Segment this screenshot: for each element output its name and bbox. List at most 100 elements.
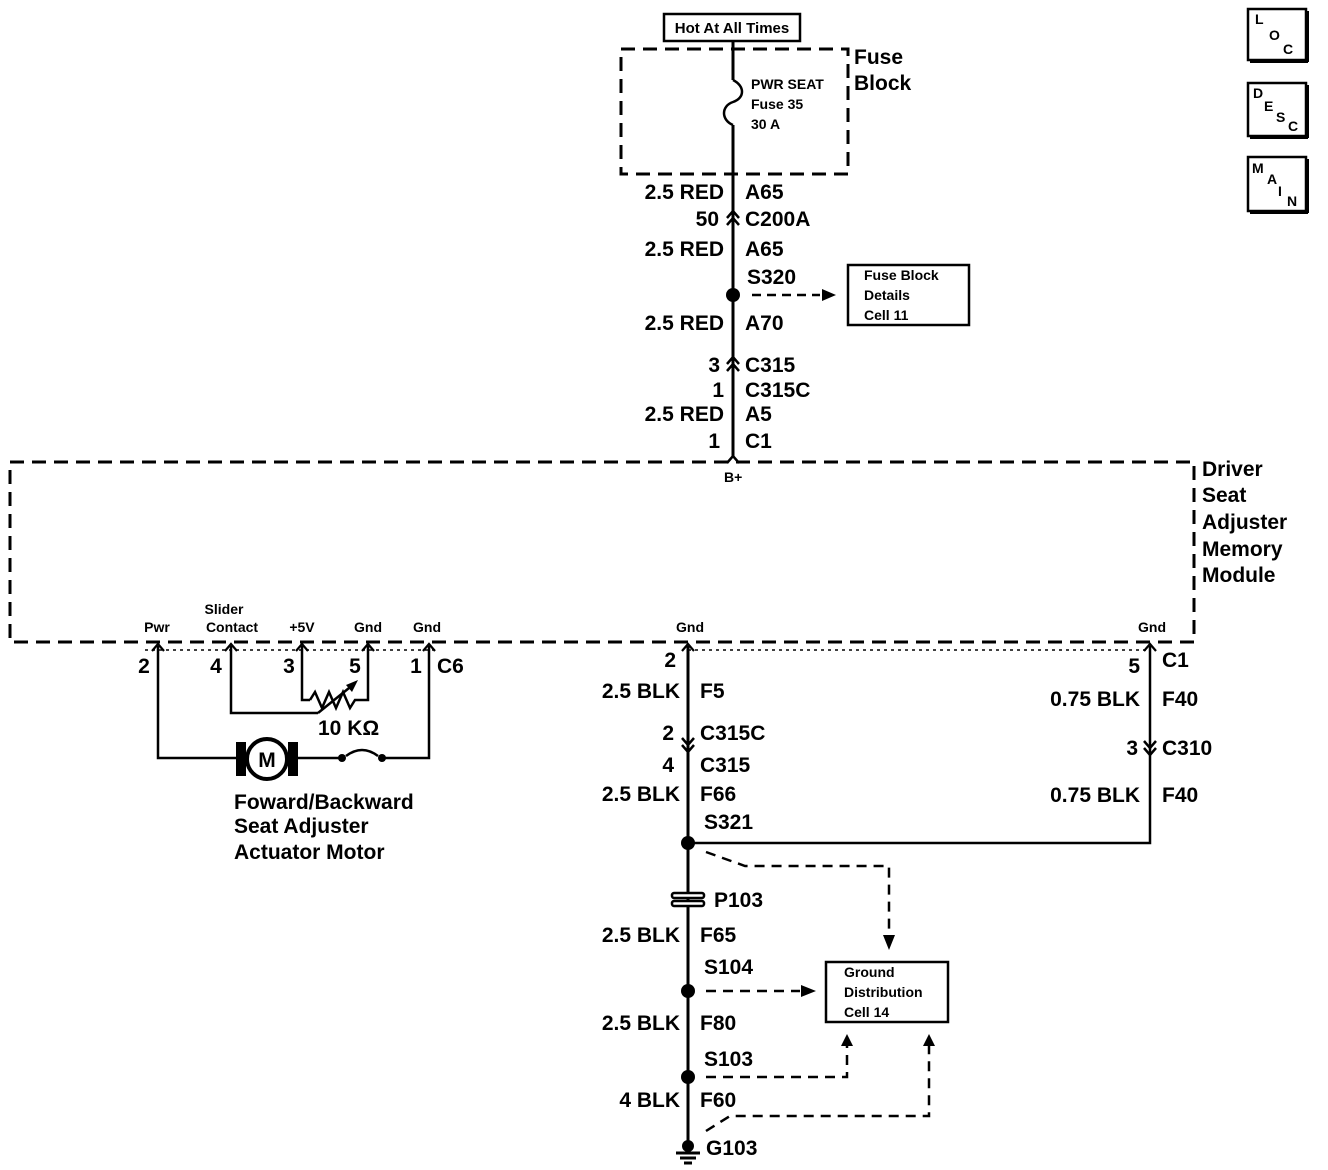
fuse-ref-line1: Fuse Block	[864, 267, 939, 283]
feed-c1-name: C1	[745, 430, 772, 453]
fuse-ref-line3: Cell 11	[864, 307, 909, 323]
s103-ref-arrowhead	[841, 1034, 853, 1046]
loc-letter-c: C	[1283, 41, 1293, 57]
gnd-f66-circuit: F66	[700, 783, 736, 806]
right-w1-circuit: F40	[1162, 688, 1198, 711]
gnd-f65-gauge: 2.5 BLK	[602, 924, 680, 947]
desc-letter-s: S	[1276, 109, 1285, 125]
gnd-ref-line3: Cell 14	[844, 1004, 889, 1020]
gnd-ref-line1: Ground	[844, 964, 895, 980]
right-w2-gauge: 0.75 BLK	[1050, 784, 1140, 807]
circuit-breaker-symbol	[338, 748, 386, 762]
splice-s321: S321	[704, 811, 753, 834]
gnd-c315c-pin: 2	[662, 722, 674, 745]
g103-ref-line	[705, 1046, 931, 1133]
desc-letter-c: C	[1288, 118, 1298, 134]
g103-ref-arrowhead	[923, 1034, 935, 1046]
feed-c315-pin: 3	[708, 354, 720, 377]
right-ground-wire	[688, 646, 1152, 845]
right-c1: C1	[1162, 649, 1189, 672]
s321-ref-arrowhead	[883, 935, 895, 950]
term-slider-1: Slider	[205, 601, 244, 617]
c6-connector: C6	[437, 655, 464, 678]
fuse-block-details-link[interactable]: Fuse Block Details Cell 11	[846, 263, 971, 327]
fuse-block-title-2: Block	[854, 72, 912, 95]
term-gnd-b: Gnd	[413, 619, 441, 635]
connector-c310-symbol	[1143, 740, 1157, 757]
gnd-f66-gauge: 2.5 BLK	[602, 783, 680, 806]
feed-w2-circuit: A65	[745, 238, 784, 261]
splice-s104: S104	[704, 956, 753, 979]
gnd-f80-gauge: 2.5 BLK	[602, 1012, 680, 1035]
right-c310-pin: 3	[1126, 737, 1138, 760]
ground-g103-symbol	[676, 1140, 700, 1165]
term-gnd-d: Gnd	[1138, 619, 1166, 635]
fuse-name: PWR SEAT	[751, 76, 824, 92]
term-plus5v: +5V	[289, 619, 315, 635]
motor-symbol: M	[236, 737, 298, 781]
gnd-f5-gauge: 2.5 BLK	[602, 680, 680, 703]
gnd-c315-name: C315	[700, 754, 751, 777]
pass-through-p103: P103	[714, 889, 763, 912]
ground-distribution-link[interactable]: Ground Distribution Cell 14	[824, 960, 950, 1024]
fuse-rating: 30 A	[751, 116, 780, 132]
s104-ref-arrowhead	[801, 985, 816, 997]
c200a-name: C200A	[745, 208, 810, 231]
loc-button[interactable]: L O C	[1246, 7, 1309, 63]
main-letter-m: M	[1252, 160, 1264, 176]
connector-c315-symbol	[726, 355, 740, 372]
motor-wiring	[156, 646, 431, 760]
fuse-block-title-1: Fuse	[854, 46, 903, 69]
connector-c200a-symbol	[726, 209, 740, 226]
pin-gnd: 5	[349, 655, 361, 678]
pot-value: 10 KΩ	[318, 717, 379, 740]
feed-w3-circuit: A70	[745, 312, 784, 335]
module-title-1: Driver	[1202, 458, 1263, 481]
gnd-f5-circuit: F5	[700, 680, 725, 703]
fuse-ref-line2: Details	[864, 287, 910, 303]
feed-c1-pin: 1	[708, 430, 720, 453]
term-pwr: Pwr	[144, 619, 170, 635]
gnd-c315c-name: C315C	[700, 722, 765, 745]
main-letter-n: N	[1287, 193, 1297, 209]
module-title-2: Seat	[1202, 484, 1246, 507]
desc-button[interactable]: D E S C	[1246, 81, 1309, 139]
feed-c315c-pin: 1	[712, 379, 724, 402]
pin-gnd2: 1	[410, 655, 422, 678]
ground-g103: G103	[706, 1137, 757, 1160]
potentiometer-wiper	[317, 683, 355, 714]
term-slider-2: Contact	[206, 619, 258, 635]
feed-c315c-name: C315C	[745, 379, 810, 402]
c200a-pin: 50	[696, 208, 719, 231]
right-pin: 5	[1128, 655, 1140, 678]
s103-ref-line	[706, 1046, 849, 1079]
desc-letter-e: E	[1264, 98, 1273, 114]
splice-s320: S320	[747, 266, 796, 289]
right-c310-name: C310	[1162, 737, 1212, 760]
loc-letter-o: O	[1269, 27, 1280, 43]
feed-c315-name: C315	[745, 354, 796, 377]
pin-pwr: 2	[138, 655, 150, 678]
splice-s320-dot	[726, 288, 740, 302]
loc-letter-l: L	[1255, 11, 1264, 27]
feed-w1-circuit: A65	[745, 181, 784, 204]
connector-c315c-symbol	[681, 737, 695, 754]
gnd-ref-line2: Distribution	[844, 984, 923, 1000]
hot-at-all-times-label: Hot At All Times	[675, 20, 789, 37]
main-button[interactable]: M A I N	[1246, 155, 1309, 214]
s321-ref-arrow	[705, 850, 891, 936]
bplus-label: B+	[724, 469, 742, 485]
gnd-c315-pin: 4	[662, 754, 674, 777]
term-gnd-a: Gnd	[354, 619, 382, 635]
hot-at-all-times-box: Hot At All Times	[662, 12, 802, 43]
splice-s103: S103	[704, 1048, 753, 1071]
pin-chevrons	[151, 642, 1157, 652]
splice-s103-dot	[681, 1070, 695, 1084]
splice-s104-dot	[681, 984, 695, 998]
gnd-f65-circuit: F65	[700, 924, 737, 947]
gnd-pin: 2	[664, 649, 676, 672]
right-w2-circuit: F40	[1162, 784, 1198, 807]
feed-w2-gauge: 2.5 RED	[645, 238, 724, 261]
feed-w4-circuit: A5	[745, 403, 772, 426]
